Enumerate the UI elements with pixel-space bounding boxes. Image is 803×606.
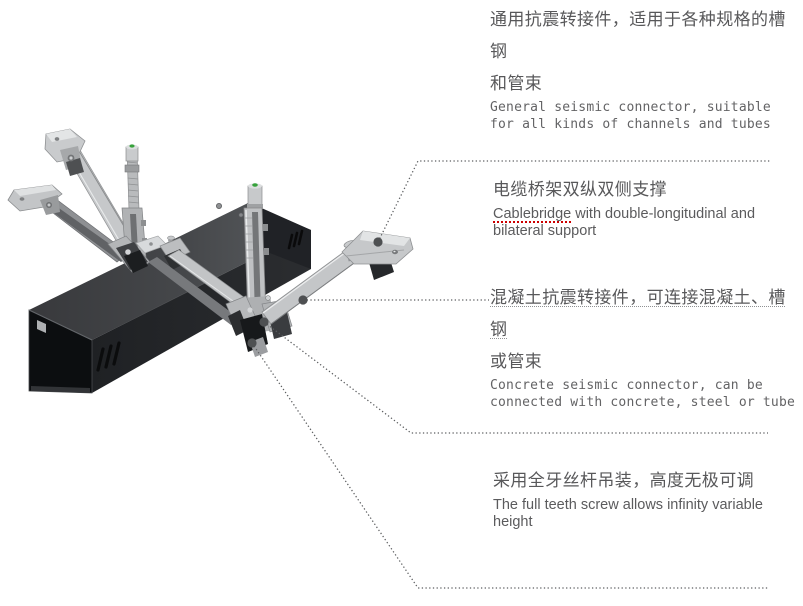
annotation-en-line: for all kinds of channels and tubes bbox=[490, 116, 771, 132]
annotation-en-line: connected with concrete, steel or tube bbox=[490, 394, 796, 410]
annotation-en-text: with double-longitudinal and bbox=[571, 206, 756, 222]
right-brace-assembly bbox=[261, 230, 414, 325]
annotation-concrete-connector: 混凝土抗震转接件，可连接混凝土、槽钢 或管束 Concrete seismic … bbox=[490, 282, 802, 411]
tray-end-slits bbox=[287, 229, 304, 250]
annotation-en-line: The full teeth screw allows infinity var… bbox=[493, 497, 763, 513]
left-connector bbox=[107, 235, 151, 273]
callout-line-bracket bbox=[377, 160, 770, 243]
callout-dot bbox=[247, 338, 257, 348]
annotation-en-line: Concrete seismic connector, can be bbox=[490, 378, 763, 393]
annotation-zh-line: 电缆桥架双纵双侧支撑 bbox=[493, 180, 667, 199]
annotation-en-line: General seismic connector, suitable bbox=[490, 100, 771, 115]
callout-line-connector bbox=[263, 321, 768, 434]
bolt bbox=[215, 202, 222, 209]
annotation-en-line: Cablebridge with double-longitudinal and bbox=[493, 206, 803, 223]
callout-dots bbox=[247, 237, 383, 348]
tray-vent-slits bbox=[96, 341, 121, 372]
tray-slot bbox=[37, 320, 46, 333]
spellchecked-word: Cablebridge bbox=[493, 206, 572, 222]
central-rod-assembly bbox=[225, 183, 293, 357]
callout-dot bbox=[259, 317, 269, 327]
annotation-zh-line: 采用全牙丝杆吊装，高度无极可调 bbox=[493, 471, 754, 490]
annotation-en-line: height bbox=[493, 513, 533, 530]
left-assembly bbox=[7, 128, 257, 325]
annotation-zh-line: 混凝土抗震转接件，可连接混凝土、槽钢 bbox=[490, 288, 786, 339]
callout-line-rod bbox=[251, 342, 768, 589]
annotation-zh-line: 通用抗震转接件，适用于各种规格的槽钢 bbox=[490, 10, 786, 61]
annotation-full-teeth-screw: 采用全牙丝杆吊装，高度无极可调 The full teeth screw all… bbox=[493, 465, 803, 530]
longitudinal-brace-dark bbox=[148, 257, 240, 325]
anchor-bracket-top bbox=[44, 128, 86, 176]
rod-green-tip bbox=[129, 144, 135, 148]
annotation-en-line: bilateral support bbox=[493, 222, 597, 239]
annotation-general-connector: 通用抗震转接件，适用于各种规格的槽钢 和管束 General seismic c… bbox=[490, 4, 802, 133]
callout-dot bbox=[373, 237, 383, 247]
annotation-zh-line: 或管束 bbox=[490, 352, 543, 371]
rod-green-tip bbox=[252, 183, 258, 187]
annotation-cablebridge-support: 电缆桥架双纵双侧支撑 Cablebridge with double-longi… bbox=[493, 174, 803, 239]
callout-lines bbox=[251, 160, 770, 589]
callout-dot bbox=[298, 295, 308, 305]
bolt bbox=[238, 212, 244, 218]
seismic-bracket bbox=[341, 230, 414, 265]
anchor-bracket-left bbox=[7, 184, 63, 215]
annotation-zh-line: 和管束 bbox=[490, 74, 543, 93]
